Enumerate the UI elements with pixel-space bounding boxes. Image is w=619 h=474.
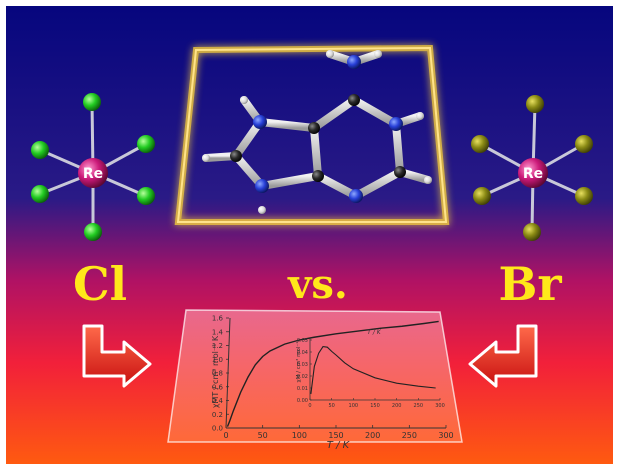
ligand-atom [575,187,593,205]
main-y-axis-label: χMT / cm³ mol⁻¹ K [211,335,220,408]
metal-center-atom [518,158,548,188]
arrow-right-icon [468,324,538,388]
x-tick-label: 50 [258,431,268,440]
molecule-frame-inner [176,46,448,223]
molecule-atoms [202,50,432,214]
x-tick-label: 100 [292,431,307,440]
inset-x-tick-label: 300 [435,403,445,409]
main-series-line [226,320,439,427]
plot-card-background [168,310,462,442]
x-tick-label: 150 [328,431,343,440]
plot-card-border [167,309,463,443]
ligand-atom [84,223,102,241]
inset-y-axis-label: χM / cm³ mol⁻¹ [295,342,302,383]
inset-y-tick-label: 0.03 [297,362,308,368]
inset-y-tick-label: 0.00 [297,398,308,404]
y-tick-label: 0.4 [212,397,224,405]
inset-x-tick-label: 150 [370,403,380,409]
x-tick-label: 0 [223,431,228,440]
metal-center-label: Re [523,166,543,182]
inset-x-tick-label: 100 [349,403,359,409]
ligand-atom [575,135,593,153]
y-tick-label: 1.6 [212,315,224,323]
x-tick-label: 250 [402,431,417,440]
inset-series-line [310,346,436,395]
ligand-atom [526,95,544,113]
y-tick-label: 0.0 [212,425,223,433]
inset-y-tick-label: 0.01 [297,386,308,392]
x-tick-label: 200 [365,431,380,440]
magnetic-plot-card: 0.0 0.2 0.4 0.6 0.8 1.0 1.2 1.4 1.6 0 50 100 150 200… [167,309,463,451]
molecule-panel [174,44,450,225]
y-tick-label: 1.4 [212,328,224,336]
label-vs: vs. [287,261,348,308]
y-tick-label: 1.0 [212,356,223,364]
complex-left: Re [31,93,155,241]
inset-y-tick-label: 0.05 [297,338,308,344]
inset-x-tick-label: 0 [308,403,311,409]
ligand-atom [31,185,49,203]
inset-x-tick-label: 50 [328,403,334,409]
ligand-atom [471,135,489,153]
y-tick-label: 0.8 [212,370,223,378]
ligand-atom [83,93,101,111]
x-tick-label: 300 [438,431,453,440]
ligand-atom [137,187,155,205]
label-cl: Cl [73,257,127,311]
inset-y-tick-label: 0.04 [297,350,308,356]
main-y-ticks: 0.0 0.2 0.4 0.6 0.8 1.0 1.2 1.4 1.6 [212,315,229,433]
main-x-ticks: 0 50 100 150 200 250 300 [223,425,454,440]
metal-center-atom [78,158,108,188]
main-x-axis-label: T / K [327,440,351,451]
ligand-atom [137,135,155,153]
label-br: Br [498,257,562,311]
arrow-left-icon [82,324,152,388]
inset-y-ticks: 0.00 0.01 0.02 0.03 0.04 0.05 [297,338,312,404]
y-tick-label: 0.6 [212,383,224,391]
ligand-atom [523,223,541,241]
inset-x-axis-label: T / K [367,329,382,336]
inset-x-ticks: 0 50 100 150 200 250 300 [308,398,445,409]
ligand-atom [31,141,49,159]
metal-center-label: Re [83,166,103,182]
y-tick-label: 0.2 [212,411,223,419]
inset-x-tick-label: 200 [392,403,402,409]
complex-right: Re [471,95,593,241]
ligand-atom [473,187,491,205]
inset-y-tick-label: 0.02 [297,374,308,380]
inset-x-tick-label: 250 [414,403,424,409]
y-tick-label: 1.2 [212,342,223,350]
